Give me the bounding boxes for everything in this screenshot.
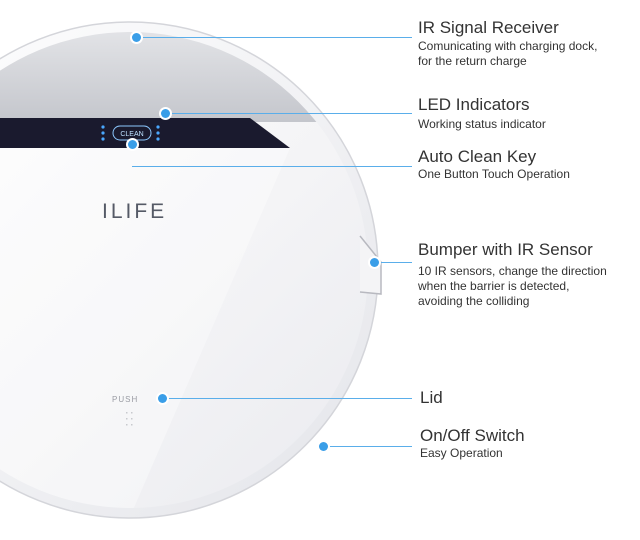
lid-dot	[158, 394, 167, 403]
callout-line-clean-key	[132, 166, 412, 167]
callout-line-switch	[324, 446, 412, 447]
clean-key-description: One Button Touch Operation	[418, 167, 570, 181]
ir-receiver-dot	[132, 33, 141, 42]
clean-key-title: Auto Clean Key	[418, 147, 537, 166]
led-indicators-title: LED Indicators	[418, 95, 530, 114]
callout-line-led	[166, 113, 412, 114]
bumper-description: 10 IR sensors, change the direction when…	[418, 264, 607, 308]
callout-line-lid	[162, 398, 412, 399]
brand-logo: ILIFE	[102, 200, 167, 223]
led-indicators	[101, 125, 160, 141]
callout-line-bumper	[375, 262, 412, 263]
lid-title: Lid	[420, 388, 443, 407]
led-indicators-description: Working status indicator	[418, 117, 546, 131]
bumper-sensor-dot	[370, 258, 379, 267]
clean-button-label: CLEAN	[120, 131, 143, 138]
lid-push-label: PUSH	[112, 395, 138, 404]
ir-receiver-description: Comunicating with charging dock, for the…	[418, 39, 598, 68]
on-off-switch-dot	[319, 442, 328, 451]
bumper-title: Bumper with IR Sensor	[418, 240, 593, 259]
ir-receiver-title: IR Signal Receiver	[418, 18, 559, 37]
led-indicator-dot	[161, 109, 170, 118]
control-panel	[0, 118, 290, 148]
on-off-switch-description: Easy Operation	[420, 446, 503, 460]
on-off-switch-title: On/Off Switch	[420, 426, 525, 445]
callout-line-ir-receiver	[136, 37, 412, 38]
clean-key-dot	[128, 140, 137, 149]
lid-push-dots	[126, 412, 133, 426]
